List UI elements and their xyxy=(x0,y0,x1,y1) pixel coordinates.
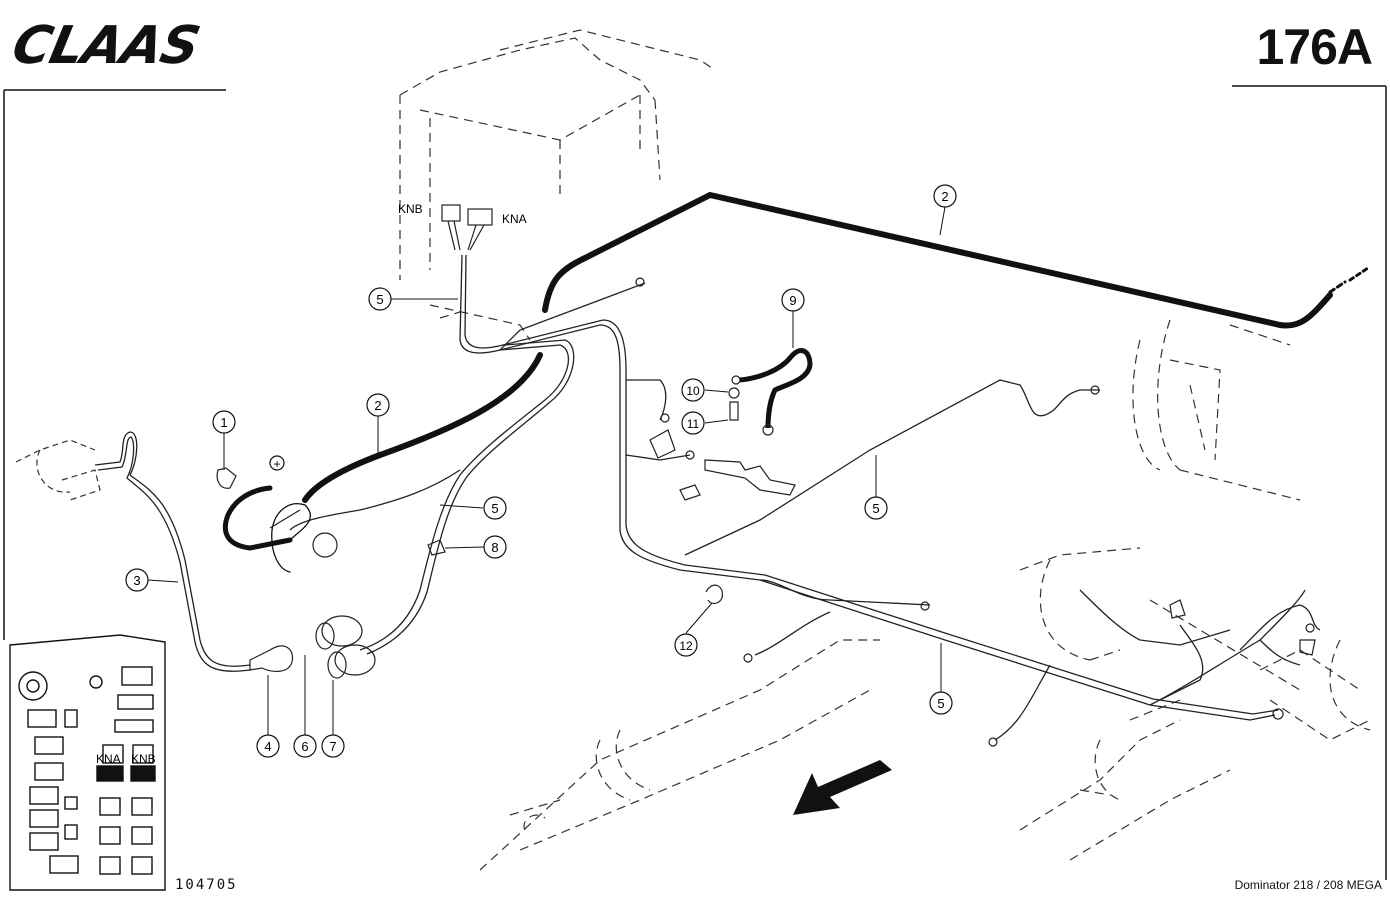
callout-2-lower: 2 xyxy=(366,393,390,417)
plus-symbol: + xyxy=(269,455,285,471)
cylinder-outline-dashed xyxy=(479,639,1231,871)
callout-5-top: 5 xyxy=(368,287,392,311)
svg-text:9: 9 xyxy=(789,293,796,308)
callout-12: 12 xyxy=(674,633,698,657)
callout-4: 4 xyxy=(256,734,280,758)
part-sketches xyxy=(216,204,1316,747)
main-cable-2 xyxy=(302,191,1370,503)
svg-text:5: 5 xyxy=(491,501,498,516)
callout-11: 11 xyxy=(681,411,705,435)
callout-5-right: 5 xyxy=(864,496,888,520)
plate-number: 176A xyxy=(1256,19,1373,75)
svg-text:6: 6 xyxy=(301,739,308,754)
callout-3: 3 xyxy=(125,568,149,592)
callout-5-mid: 5 xyxy=(483,496,507,520)
direction-arrow xyxy=(793,760,892,815)
harness-bundle-5 xyxy=(289,254,1321,741)
drawing-number: 104705 xyxy=(175,877,238,893)
svg-text:2: 2 xyxy=(941,189,948,204)
callout-5-bottom: 5 xyxy=(929,691,953,715)
model-name: Dominator 218 / 208 MEGA xyxy=(1234,878,1382,892)
svg-text:11: 11 xyxy=(687,417,700,431)
svg-text:4: 4 xyxy=(264,739,271,754)
fuse-box-label-b: KNB xyxy=(131,752,156,766)
fuse-panel-inset xyxy=(9,634,166,891)
svg-text:12: 12 xyxy=(679,639,693,653)
battery-cable xyxy=(222,485,312,573)
svg-text:1: 1 xyxy=(220,415,227,430)
callout-9: 9 xyxy=(781,288,805,312)
header-rules xyxy=(3,85,1387,880)
connector-knb-label: KNB xyxy=(398,202,423,216)
svg-text:+: + xyxy=(273,457,280,471)
fuse-box-label-a: KNA xyxy=(96,752,121,766)
svg-text:7: 7 xyxy=(329,739,336,754)
svg-text:2: 2 xyxy=(374,398,381,413)
svg-text:3: 3 xyxy=(133,573,140,588)
svg-text:10: 10 xyxy=(686,384,700,398)
svg-text:5: 5 xyxy=(872,501,879,516)
connector-kna-label: KNA xyxy=(502,212,527,226)
callout-6: 6 xyxy=(293,734,317,758)
svg-text:8: 8 xyxy=(491,540,498,555)
svg-text:5: 5 xyxy=(937,696,944,711)
left-bracket-outline xyxy=(15,439,101,501)
callout-10: 10 xyxy=(681,378,705,402)
harness-3 xyxy=(94,431,251,672)
axle-outline-dashed xyxy=(1019,547,1371,741)
wheel-outline-dashed xyxy=(1132,319,1301,501)
callout-2-upper: 2 xyxy=(933,184,957,208)
callout-8: 8 xyxy=(483,535,507,559)
leader-lines xyxy=(147,206,946,735)
cab-outline-dashed xyxy=(399,29,716,341)
callout-1: 1 xyxy=(212,410,236,434)
callout-7: 7 xyxy=(321,734,345,758)
svg-text:5: 5 xyxy=(376,292,383,307)
